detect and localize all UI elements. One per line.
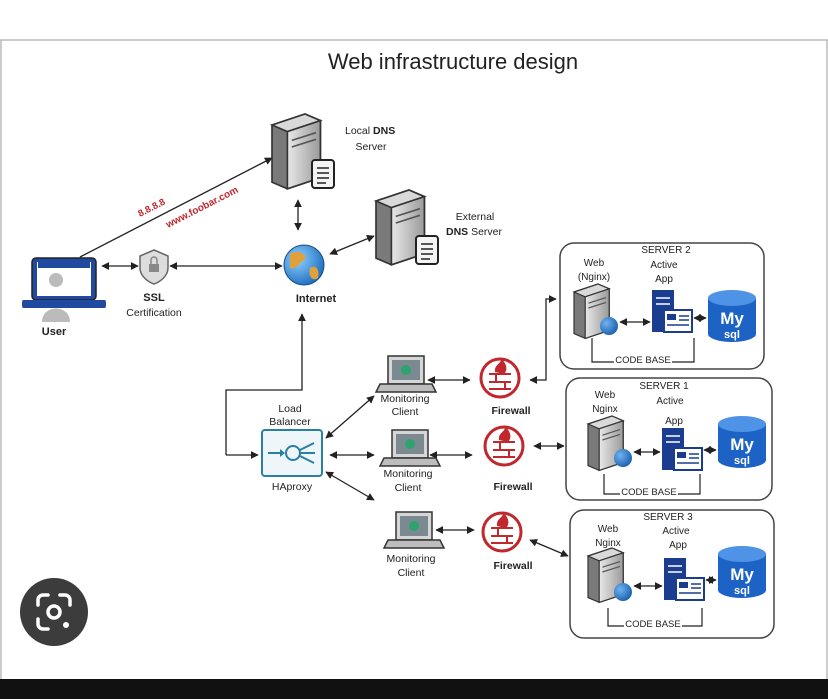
firewall-label: Firewall	[491, 405, 530, 417]
web-label: Web	[595, 390, 616, 401]
svg-text:sql: sql	[724, 329, 740, 341]
external-dns-label: External	[456, 211, 495, 223]
lens-camera-icon	[36, 593, 72, 631]
mysql-database-icon: My sql	[718, 546, 766, 598]
firewall-icon	[479, 356, 521, 399]
web-sublabel: Nginx	[592, 404, 618, 415]
server-title: SERVER 2	[641, 245, 691, 256]
active-label: Active	[650, 260, 678, 271]
app-label: App	[665, 416, 683, 427]
web-server-ball-icon	[600, 317, 618, 335]
web-sublabel: Nginx	[595, 538, 621, 549]
active-label: Active	[662, 526, 690, 537]
load-balancer-sublabel: Balancer	[269, 416, 311, 428]
server-title: SERVER 1	[639, 381, 689, 392]
app-label: App	[669, 540, 687, 551]
active-label: Active	[656, 396, 684, 407]
svg-text:sql: sql	[734, 455, 750, 467]
diagram-title: Web infrastructure design	[328, 49, 578, 74]
local-dns-sublabel: Server	[356, 141, 387, 153]
monitoring-label: Monitoring	[380, 393, 429, 405]
user-label: User	[42, 326, 67, 338]
code-base-label: CODE BASE	[625, 619, 680, 630]
firewall-icon	[481, 510, 523, 553]
server-3-group: SERVER 3 Web Nginx Active App My sql COD…	[569, 509, 775, 639]
monitoring-sublabel: Client	[398, 567, 425, 579]
internet-label: Internet	[296, 293, 337, 305]
ssl-lock-icon	[139, 249, 169, 285]
web-label: Web	[584, 258, 605, 269]
firewall-icon	[483, 424, 525, 467]
load-balancer-name: HAproxy	[272, 481, 313, 493]
code-base-label: CODE BASE	[621, 487, 676, 498]
server-1-group: SERVER 1 Web Nginx Active App My sql COD…	[565, 377, 773, 501]
app-label: App	[655, 274, 673, 285]
web-server-ball-icon	[614, 583, 632, 601]
monitoring-sublabel: Client	[392, 406, 419, 418]
load-balancer-label: Load	[278, 403, 302, 415]
lens-camera-button[interactable]	[20, 578, 88, 646]
web-sublabel: (Nginx)	[578, 272, 610, 283]
svg-text:sql: sql	[734, 585, 750, 597]
monitoring-label: Monitoring	[383, 468, 432, 480]
monitoring-sublabel: Client	[395, 482, 422, 494]
web-label: Web	[598, 524, 619, 535]
web-server-ball-icon	[614, 449, 632, 467]
server-title: SERVER 3	[643, 512, 693, 523]
internet-globe-icon	[283, 244, 325, 286]
server-2-group: SERVER 2 Web (Nginx) Active App My sql C…	[559, 242, 765, 370]
external-dns-sublabel: DNS Server	[446, 226, 503, 238]
firewall-label: Firewall	[493, 481, 532, 493]
svg-text:My: My	[730, 435, 754, 454]
monitoring-label: Monitoring	[386, 553, 435, 565]
user-laptop-icon	[22, 257, 106, 322]
mysql-database-icon: My sql	[708, 290, 756, 342]
local-dns-label: Local DNS	[345, 125, 395, 137]
svg-text:My: My	[720, 309, 744, 328]
ssl-sublabel: Certification	[126, 307, 182, 319]
code-base-label: CODE BASE	[615, 355, 670, 366]
ssl-label: SSL	[143, 292, 165, 304]
bottom-bar	[0, 679, 828, 699]
load-balancer-icon	[261, 429, 323, 477]
firewall-label: Firewall	[493, 560, 532, 572]
mysql-database-icon: My sql	[718, 416, 766, 468]
svg-text:My: My	[730, 565, 754, 584]
